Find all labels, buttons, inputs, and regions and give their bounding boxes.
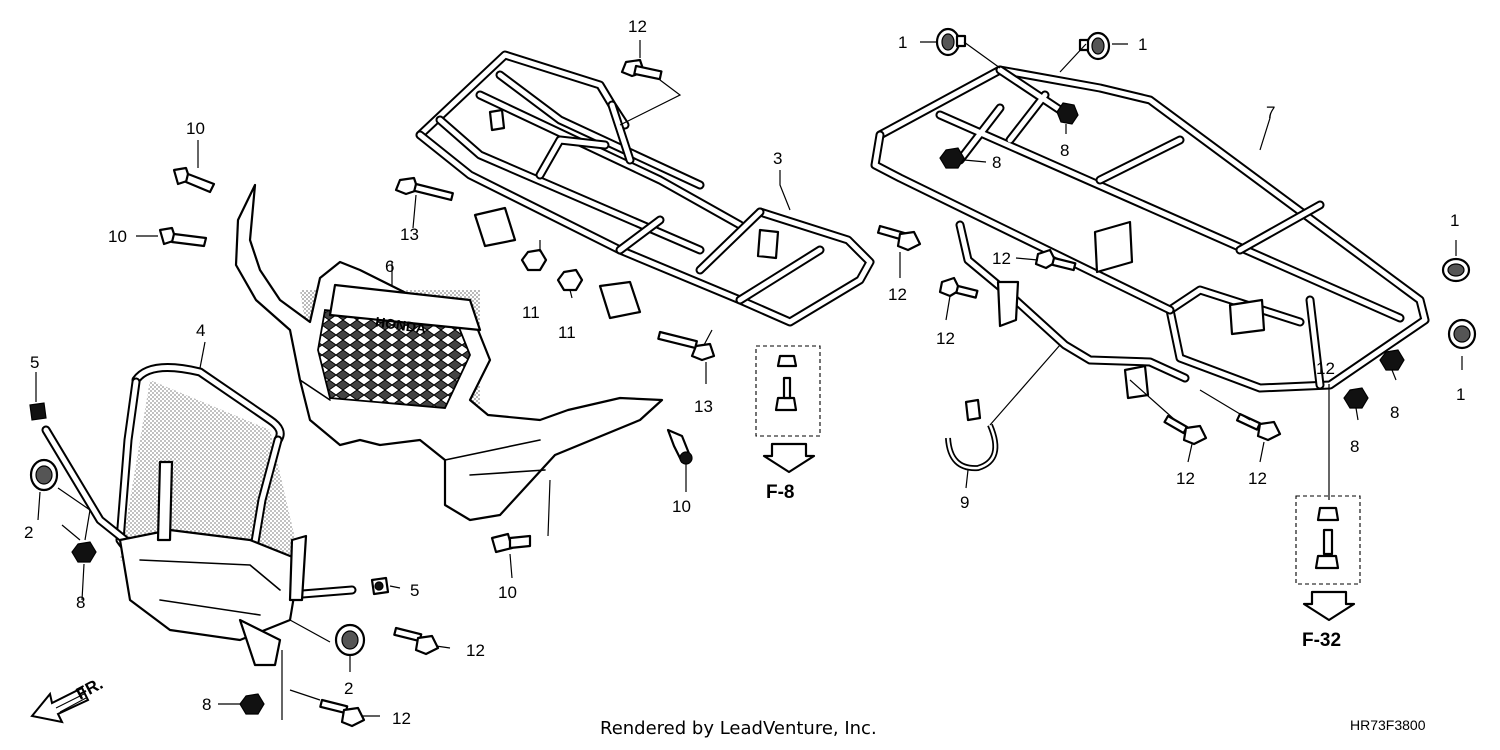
callout-labels: 1 1 1 1 2 2 3 4 5 5 6 7 8 8 8 8 8 8 9 10… [24,17,1465,728]
nuts [29,102,1405,715]
bolt-12-front [876,224,922,252]
callout-8: 8 [76,593,85,612]
front-direction-indicator: FR. [30,674,106,724]
callout-10: 10 [498,583,517,602]
callout-1: 1 [898,33,907,52]
callout-11: 11 [558,323,576,342]
bolt-12-rear4 [1235,412,1282,442]
callout-6: 6 [385,257,394,276]
callout-10: 10 [186,119,205,138]
callout-12: 12 [466,641,485,660]
callout-12: 12 [888,285,907,304]
cap-5a [29,402,47,421]
footer-credit: Rendered by LeadVenture, Inc. [600,718,877,739]
callout-4: 4 [196,321,205,340]
callout-5: 5 [30,353,39,372]
rubber-mount-1a [935,27,967,57]
callout-5: 5 [410,581,419,600]
bolt-12-rear3 [1163,414,1208,446]
f32-reference-box [1295,495,1361,622]
callout-8: 8 [1350,437,1359,456]
callout-13: 13 [694,397,713,416]
bolt-12-rear2 [938,276,979,299]
diagram-code: HR73F3800 [1350,717,1426,733]
callout-1: 1 [1456,385,1465,404]
callout-2: 2 [24,523,33,542]
callout-12: 12 [992,249,1011,268]
clip-10a [172,166,216,194]
callout-12: 12 [628,17,647,36]
cap-5b [370,576,390,596]
bolts [158,58,1282,728]
callout-8: 8 [202,695,211,714]
front-carrier [415,50,875,327]
callout-13: 13 [400,225,419,244]
clip-10d [490,532,532,554]
rubber-mount-2b [334,623,366,657]
callout-10: 10 [108,227,127,246]
rubber-mounts [29,27,1477,657]
callout-10: 10 [672,497,691,516]
clip-10c [666,428,693,465]
bolt-13-lower [657,330,716,362]
reference-f8[interactable]: F-8 [766,482,795,503]
honda-emblem: HONDA [374,314,427,337]
leader-lines [35,40,1463,720]
callout-12: 12 [936,329,955,348]
callout-1: 1 [1450,211,1459,230]
callout-9: 9 [960,493,969,512]
callout-12: 12 [1248,469,1267,488]
callout-1: 1 [1138,35,1147,54]
rear-carrier [870,65,1430,400]
callout-12: 12 [392,709,411,728]
bolt-12-bottom1 [393,626,440,656]
front-arrow-icon [30,686,90,724]
clip-10b [158,226,208,248]
callout-7: 7 [1266,103,1275,122]
callout-8: 8 [992,153,1001,172]
rubber-mount-1b [1078,31,1111,61]
front-grille-panel: HONDA [234,183,664,522]
callout-8: 8 [1390,403,1399,422]
callout-8: 8 [1060,141,1069,160]
rubber-mount-2a [29,458,59,492]
callout-12: 12 [1176,469,1195,488]
rubber-mount-1c [1441,257,1471,283]
f8-reference-box [755,345,821,474]
reference-f32[interactable]: F-32 [1302,630,1341,651]
bolt-12-bottom2 [319,698,366,728]
callout-3: 3 [773,149,782,168]
bolt-12-top [620,58,663,81]
callout-2: 2 [344,679,353,698]
bolt-13-upper [394,176,454,202]
bolt-12-rear1 [1034,248,1077,272]
hose-clamp [945,398,999,472]
callout-12: 12 [1316,359,1335,378]
rubber-mount-1d [1447,318,1477,350]
callout-11: 11 [522,303,540,322]
front-bumper-guard [41,363,357,667]
